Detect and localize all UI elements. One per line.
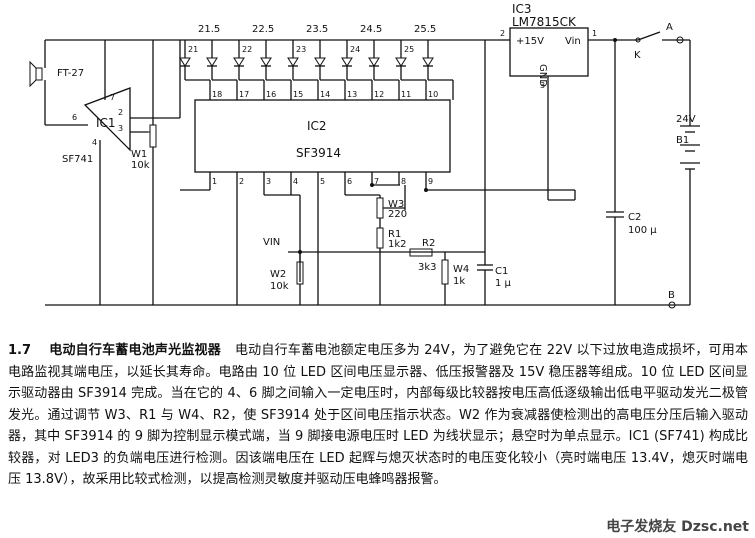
- voltage-mark: 23.5: [306, 24, 328, 35]
- c2-value: 100 μ: [628, 225, 657, 236]
- ic2-top-pin: 17: [239, 90, 249, 99]
- led-icon: [341, 57, 353, 67]
- led-icon: [233, 57, 245, 67]
- w3-potentiometer: [376, 197, 384, 219]
- voltage-mark: 21.5: [198, 24, 220, 35]
- ic2-top-pin: 10: [428, 90, 438, 99]
- led-icon: [206, 57, 218, 67]
- ic2-bottom-pin: 3: [266, 177, 271, 186]
- ic2-bottom-pin: 5: [320, 177, 325, 186]
- voltage-mark: 24.5: [360, 24, 382, 35]
- voltage-mark: 22.5: [252, 24, 274, 35]
- led-icon: [368, 57, 380, 67]
- led-icon: [422, 57, 434, 67]
- r1-value: 1k2: [388, 239, 407, 250]
- ic2-top-pin: 15: [293, 90, 303, 99]
- led-icon: [179, 57, 191, 67]
- ic2-label: IC2: [307, 119, 327, 133]
- figure-number: 1.7: [8, 343, 32, 358]
- ic1-pin3: 3: [118, 124, 123, 133]
- ic3-part-label: LM7815CK: [512, 15, 577, 29]
- ic1-pin4: 4: [92, 138, 97, 147]
- led-label: 21: [188, 45, 198, 54]
- ic2-bottom-pin: 7: [374, 177, 379, 186]
- ic1-pin6: 6: [72, 113, 77, 122]
- site-watermark: 电子发烧友 Dzsc.net: [606, 519, 749, 535]
- ic2-bottom-pin: 4: [293, 177, 298, 186]
- r1-resistor: [376, 227, 384, 249]
- w3-value: 220: [388, 209, 407, 220]
- figure-title: 电动自行车蓄电池声光监视器: [49, 343, 221, 358]
- ic1-pin7: 7: [110, 93, 115, 102]
- terminal-a: [676, 36, 684, 44]
- ic1-opamp: [83, 87, 131, 152]
- ic2-body: [194, 99, 451, 173]
- voltage-mark: 25.5: [414, 24, 436, 35]
- w3-name: W3: [388, 199, 404, 210]
- ic3-gnd-label: GND: [537, 64, 548, 87]
- w2-value: 10k: [270, 281, 289, 292]
- ic2-top-pin: 11: [401, 90, 411, 99]
- ic3-pin2: 2: [500, 29, 505, 38]
- r2-name: R2: [422, 238, 435, 249]
- terminal-b-label: B: [668, 290, 675, 301]
- w1-name: W1: [131, 149, 147, 160]
- ic2-bottom-pin: 1: [212, 177, 217, 186]
- r2-resistor: [409, 248, 433, 257]
- w1-value: 10k: [131, 160, 150, 171]
- figure-caption: 1.7 电动自行车蓄电池声光监视器电动自行车蓄电池额定电压多为 24V，为了避免它…: [8, 340, 748, 491]
- led-icon: [287, 57, 299, 67]
- w2-name: W2: [270, 269, 286, 280]
- w1-potentiometer: [148, 124, 157, 148]
- ic2-top-pin: 12: [374, 90, 384, 99]
- led-label: 22: [242, 45, 252, 54]
- battery-icon: [680, 125, 700, 170]
- battery-name: B1: [676, 135, 689, 146]
- ic2-part-label: SF3914: [296, 146, 341, 160]
- r2-value: 3k3: [418, 262, 437, 273]
- c1-name: C1: [495, 266, 508, 277]
- led-label: 25: [404, 45, 414, 54]
- led-icon: [314, 57, 326, 67]
- ic2-top-pin: 13: [347, 90, 357, 99]
- c2-name: C2: [628, 212, 641, 223]
- switch-k: [637, 31, 661, 41]
- c1-value: 1 μ: [495, 278, 512, 289]
- ic1-part-label: SF741: [62, 154, 93, 165]
- terminal-a-label: A: [666, 22, 673, 33]
- speaker-icon: [29, 60, 43, 88]
- ic3-label: IC3: [512, 2, 532, 16]
- ic3-vin-label: Vin: [565, 36, 581, 47]
- ic3-out-label: +15V: [516, 36, 544, 47]
- speaker-label: FT-27: [57, 68, 84, 79]
- ic3-pin3: 3: [540, 81, 545, 90]
- ic3-pin1: 1: [592, 29, 597, 38]
- ic2-top-pin: 16: [266, 90, 276, 99]
- terminal-b: [668, 301, 676, 309]
- ic2-bottom-pin: 8: [401, 177, 406, 186]
- ic1-label: IC1: [96, 116, 116, 130]
- r1-name: R1: [388, 229, 401, 240]
- w4-name: W4: [453, 264, 469, 275]
- led-icon: [395, 57, 407, 67]
- switch-label: K: [634, 50, 641, 61]
- ic2-bottom-pin: 2: [239, 177, 244, 186]
- led-label: 24: [350, 45, 360, 54]
- ic2-bottom-pin: 9: [428, 177, 433, 186]
- led-icon: [260, 57, 272, 67]
- vin-label: VIN: [263, 237, 280, 248]
- ic1-pin2: 2: [118, 108, 123, 117]
- led-label: 23: [296, 45, 306, 54]
- ic2-top-pin: 18: [212, 90, 222, 99]
- ic2-bottom-pin: 6: [347, 177, 352, 186]
- ic3-body: [509, 27, 589, 77]
- ic2-top-pin: 14: [320, 90, 330, 99]
- battery-voltage: 24V: [676, 114, 696, 125]
- w4-potentiometer: [441, 259, 449, 285]
- w4-value: 1k: [453, 276, 465, 287]
- figure-description: 电动自行车蓄电池额定电压多为 24V，为了避免它在 22V 以下过放电造成损坏，…: [8, 343, 748, 487]
